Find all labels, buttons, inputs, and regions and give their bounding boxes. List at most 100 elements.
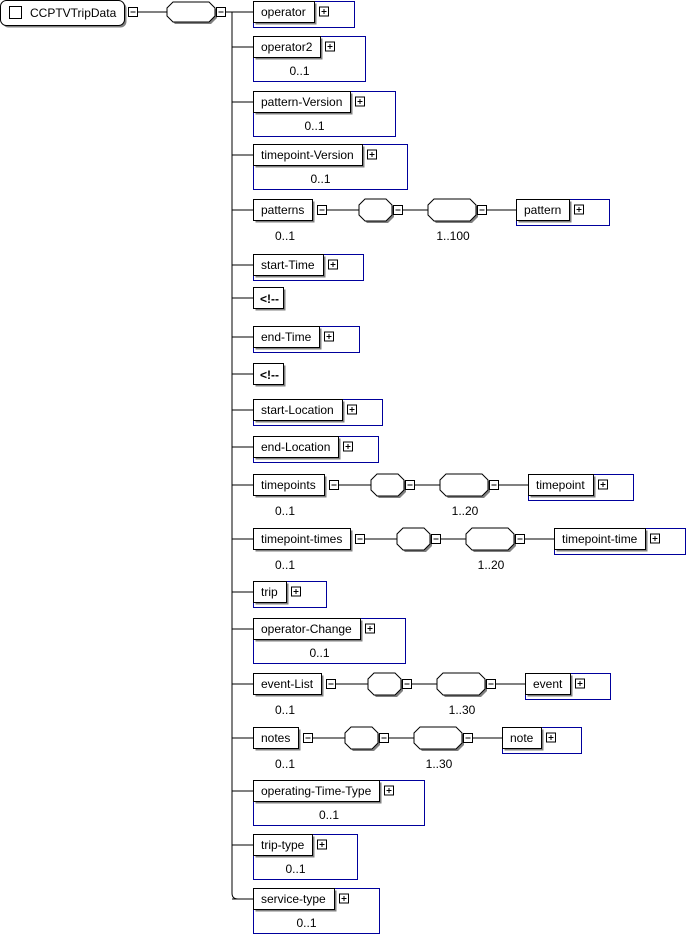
expand-toggle[interactable] bbox=[324, 331, 334, 342]
element-trip-type[interactable] bbox=[253, 834, 358, 880]
element-start-Time[interactable] bbox=[253, 254, 364, 281]
sequence-occurrence-label: 1..30 bbox=[449, 703, 476, 717]
collapse-toggle[interactable] bbox=[515, 534, 525, 544]
sequence-shape[interactable] bbox=[413, 726, 463, 750]
element-note[interactable] bbox=[502, 727, 582, 754]
sequence-collapse-toggle[interactable] bbox=[216, 7, 226, 17]
element-end-Location[interactable] bbox=[253, 436, 379, 463]
expand-toggle[interactable] bbox=[319, 6, 329, 17]
element-operator-Change[interactable] bbox=[253, 618, 406, 664]
element-label: trip-type bbox=[261, 838, 305, 852]
element-timepoint[interactable] bbox=[528, 474, 634, 501]
occurrence-label: 0..1 bbox=[275, 703, 295, 717]
element-start-Location[interactable] bbox=[253, 399, 383, 426]
element-timepoint-time[interactable] bbox=[554, 528, 686, 555]
sequence-shape[interactable] bbox=[465, 527, 515, 551]
expand-toggle[interactable] bbox=[384, 785, 394, 796]
element-label: operator2 bbox=[261, 40, 313, 54]
choice-shape[interactable] bbox=[396, 527, 431, 551]
expand-toggle[interactable] bbox=[546, 732, 556, 743]
expand-toggle[interactable] bbox=[328, 259, 338, 270]
element-label: pattern bbox=[524, 203, 561, 217]
sequence-shape[interactable] bbox=[436, 672, 486, 696]
sequence-shape[interactable] bbox=[439, 473, 489, 497]
occurrence-label: 0..1 bbox=[275, 757, 295, 771]
root-element[interactable] bbox=[0, 0, 127, 28]
collapse-toggle[interactable] bbox=[489, 480, 499, 490]
occurrence-label: 0..1 bbox=[310, 646, 330, 660]
element-pattern[interactable] bbox=[516, 199, 610, 226]
element-operating-Time-Type[interactable] bbox=[253, 780, 425, 826]
expand-toggle[interactable] bbox=[575, 678, 585, 689]
element-pattern-Version[interactable] bbox=[253, 91, 396, 137]
element-label: end-Time bbox=[261, 330, 312, 344]
element-inner-box bbox=[528, 474, 594, 496]
occurrence-label: 0..1 bbox=[275, 558, 295, 572]
collapse-toggle[interactable] bbox=[303, 733, 313, 743]
choice-shape[interactable] bbox=[358, 198, 393, 222]
element-service-type[interactable] bbox=[253, 888, 380, 934]
element-timepoint-times[interactable] bbox=[253, 528, 353, 552]
element-label: pattern-Version bbox=[261, 95, 342, 109]
expand-toggle[interactable] bbox=[347, 404, 357, 415]
sequence-occurrence-label: 1..20 bbox=[452, 504, 479, 518]
expand-toggle[interactable] bbox=[574, 204, 584, 215]
sequence-occurrence-label: 1..20 bbox=[478, 558, 505, 572]
root-box bbox=[0, 0, 125, 26]
collapse-toggle[interactable] bbox=[463, 733, 473, 743]
element-operator[interactable] bbox=[253, 1, 355, 28]
element-end-Time[interactable] bbox=[253, 326, 360, 353]
element-inner-box bbox=[253, 36, 321, 58]
element-patterns[interactable] bbox=[253, 199, 315, 223]
expand-toggle[interactable] bbox=[339, 893, 349, 904]
collapse-toggle[interactable] bbox=[317, 205, 327, 215]
comment-node bbox=[253, 287, 286, 311]
element-trip[interactable] bbox=[253, 581, 327, 608]
comment-node bbox=[253, 363, 286, 387]
choice-shape[interactable] bbox=[370, 473, 405, 497]
collapse-toggle[interactable] bbox=[393, 205, 403, 215]
choice-shape[interactable] bbox=[367, 672, 402, 696]
element-event-List[interactable] bbox=[253, 673, 324, 697]
collapse-toggle[interactable] bbox=[379, 733, 389, 743]
collapse-toggle[interactable] bbox=[326, 679, 336, 689]
element-timepoints[interactable] bbox=[253, 474, 327, 498]
expand-toggle[interactable] bbox=[291, 586, 301, 597]
expand-toggle[interactable] bbox=[365, 623, 375, 634]
expand-toggle[interactable] bbox=[598, 479, 608, 490]
element-notes[interactable] bbox=[253, 727, 301, 751]
collapse-toggle[interactable] bbox=[486, 679, 496, 689]
expand-toggle[interactable] bbox=[343, 441, 353, 452]
collapse-toggle[interactable] bbox=[402, 679, 412, 689]
occurrence-label: 0..1 bbox=[305, 119, 325, 133]
element-label: start-Time bbox=[261, 258, 315, 272]
collapse-toggle[interactable] bbox=[431, 534, 441, 544]
expand-toggle[interactable] bbox=[650, 533, 660, 544]
root-type-icon bbox=[9, 6, 22, 19]
expand-toggle[interactable] bbox=[325, 41, 335, 52]
element-operator2[interactable] bbox=[253, 36, 366, 82]
collapse-toggle[interactable] bbox=[355, 534, 365, 544]
occurrence-label: 0..1 bbox=[297, 916, 317, 930]
element-inner-box bbox=[253, 1, 315, 23]
element-inner-box bbox=[516, 199, 570, 221]
collapse-toggle[interactable] bbox=[329, 480, 339, 490]
choice-shape[interactable] bbox=[344, 726, 379, 750]
element-timepoint-Version[interactable] bbox=[253, 144, 408, 190]
root-label: CCPTVTripData bbox=[30, 6, 117, 20]
collapse-toggle[interactable] bbox=[405, 480, 415, 490]
element-label: patterns bbox=[261, 203, 304, 217]
element-event[interactable] bbox=[525, 673, 611, 700]
collapse-toggle[interactable] bbox=[477, 205, 487, 215]
sequence-shape[interactable] bbox=[166, 1, 216, 23]
occurrence-label: 0..1 bbox=[311, 172, 331, 186]
element-label: trip bbox=[261, 585, 278, 599]
element-inner-box bbox=[253, 399, 343, 421]
expand-toggle[interactable] bbox=[317, 839, 327, 850]
sequence-shape[interactable] bbox=[427, 198, 477, 222]
root-collapse-toggle[interactable] bbox=[128, 7, 138, 17]
expand-toggle[interactable] bbox=[355, 96, 365, 107]
expand-toggle[interactable] bbox=[367, 149, 377, 160]
